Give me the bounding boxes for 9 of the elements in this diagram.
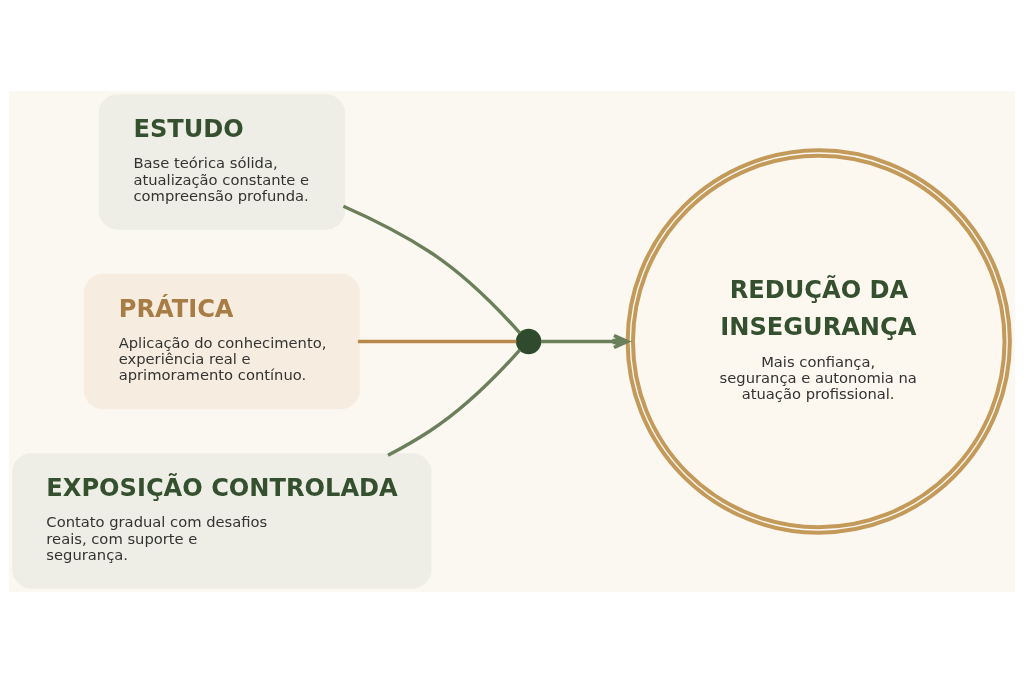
node-box: ESTUDO Base teórica sólida, atualização constante e compreensão profunda. bbox=[98, 94, 346, 230]
node-circle bbox=[515, 328, 542, 355]
node-box: PRÁTICA Aplicação do conhecimento, experiência real e aprimoramento contínuo. bbox=[83, 273, 360, 410]
node-circle: REDUÇÃO DA INSEGURANÇA Mais confiança, segurança e autonomia na atuação profissional. bbox=[625, 148, 1012, 535]
connector bbox=[357, 339, 517, 344]
connector bbox=[342, 204, 522, 335]
connector bbox=[387, 348, 522, 457]
node-box: EXPOSIÇÃO CONTROLADA Contato gradual com desafios reais, com suporte e segurança. bbox=[12, 453, 432, 589]
arrow bbox=[540, 333, 630, 350]
